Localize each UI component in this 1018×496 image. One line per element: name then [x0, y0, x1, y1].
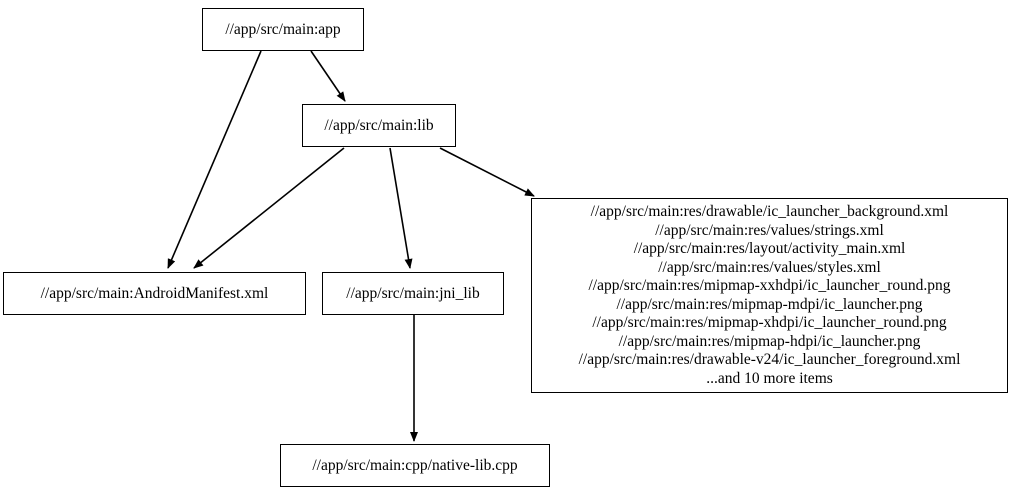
- graph-node-androidmanifest[interactable]: //app/src/main:AndroidManifest.xml: [3, 272, 306, 315]
- edge-app-to-androidmanifest: [167, 50, 262, 269]
- graph-node-lib[interactable]: //app/src/main:lib: [302, 104, 456, 147]
- graph-node-res-group[interactable]: //app/src/main:res/drawable/ic_launcher_…: [531, 198, 1008, 393]
- graph-node-lib-label: //app/src/main:lib: [324, 116, 434, 134]
- edge-lib-to-androidmanifest: [193, 147, 345, 269]
- graph-node-jni-lib[interactable]: //app/src/main:jni_lib: [322, 272, 504, 315]
- edge-app-to-lib: [310, 50, 346, 102]
- graph-node-jni-lib-label: //app/src/main:jni_lib: [346, 284, 480, 302]
- graph-node-native-lib-cpp[interactable]: //app/src/main:cpp/native-lib.cpp: [280, 444, 550, 487]
- graph-node-app[interactable]: //app/src/main:app: [202, 8, 364, 51]
- graph-node-androidmanifest-label: //app/src/main:AndroidManifest.xml: [40, 284, 269, 302]
- edge-lib-to-res-group: [439, 147, 535, 197]
- graph-node-native-lib-cpp-label: //app/src/main:cpp/native-lib.cpp: [312, 456, 518, 474]
- graph-node-app-label: //app/src/main:app: [225, 20, 341, 38]
- edge-lib-to-jni-lib: [389, 147, 413, 269]
- graph-node-res-group-label: //app/src/main:res/drawable/ic_launcher_…: [578, 203, 961, 387]
